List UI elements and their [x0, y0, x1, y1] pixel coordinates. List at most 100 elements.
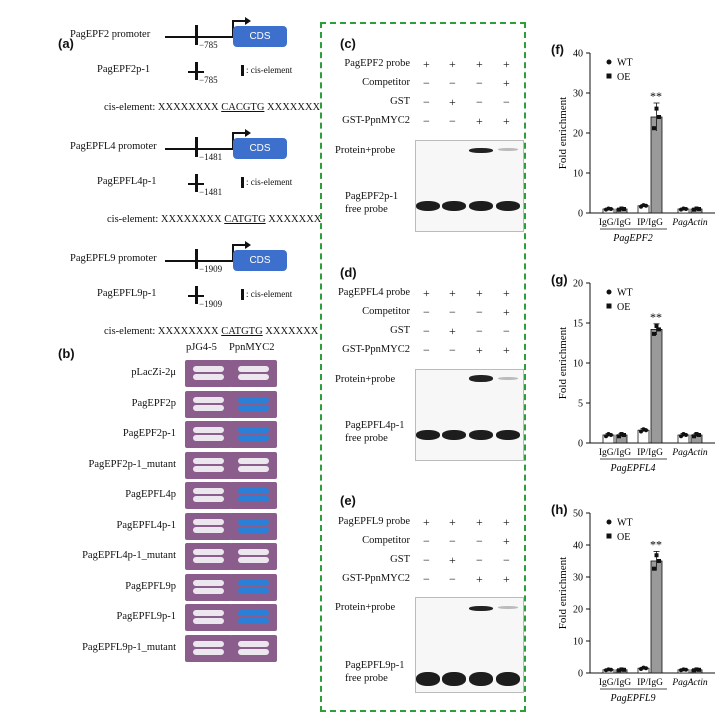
oe-point: [617, 668, 621, 673]
panel-label-e: (e): [340, 493, 356, 508]
tss-horizontal: [232, 20, 246, 22]
y1h-row-label: PagEPFL4p-1: [116, 519, 176, 531]
yeast-plate: [185, 360, 232, 387]
panel-label-h: (h): [551, 502, 568, 517]
wt-point: [684, 207, 688, 211]
emsa-condition-label: GST: [390, 325, 410, 336]
yeast-plate: [185, 421, 232, 448]
legend-oe-marker: [606, 73, 612, 79]
emsa-gel: [415, 140, 524, 232]
yeast-plate: [185, 634, 232, 662]
yeast-streak: [193, 648, 224, 655]
cis-marker: [195, 137, 198, 157]
emsa-sign: +: [503, 515, 510, 529]
yeast-streak: [193, 404, 224, 411]
promoter-name: PagEPF2 promoter: [70, 29, 151, 40]
free-probe-band: [496, 672, 520, 686]
emsa-sign: −: [449, 534, 456, 548]
yeast-plate: [185, 482, 232, 509]
shifted-band: [469, 148, 493, 153]
x-category-label: PagActin: [671, 218, 708, 228]
emsa-sign: +: [449, 515, 456, 529]
oe-point: [697, 667, 701, 672]
free-probe-band: [416, 201, 440, 211]
yeast-plate: [230, 634, 277, 662]
emsa-sign: −: [449, 114, 456, 128]
yeast-streak: [193, 640, 224, 647]
emsa-free-label-2: free probe: [345, 433, 388, 444]
panel-label-g: (g): [551, 272, 568, 287]
yeast-streak: [238, 396, 269, 403]
emsa-dashed-frame: [320, 22, 526, 712]
oe-point: [617, 207, 621, 212]
y-tick-label: 10: [573, 359, 583, 370]
yeast-streak: [238, 549, 269, 555]
emsa-sign: −: [503, 553, 510, 567]
yeast-streak: [193, 557, 224, 563]
yeast-streak: [238, 640, 269, 647]
emsa-condition-label: Competitor: [362, 306, 410, 317]
promoter-line: [165, 148, 233, 150]
emsa-gel: [415, 369, 524, 461]
y-axis-label: Fold enrichment: [557, 97, 569, 169]
oe-point: [619, 432, 624, 437]
significance-mark: **: [650, 89, 662, 103]
seq-prefix: cis-element: XXXXXXXX: [104, 102, 222, 113]
emsa-sign: +: [476, 286, 483, 300]
tss-vertical: [232, 20, 234, 37]
emsa-condition-label: Competitor: [362, 77, 410, 88]
emsa-sign: +: [503, 114, 510, 128]
yeast-plate: [185, 451, 232, 479]
emsa-condition-label: GST-PpnMYC2: [342, 115, 410, 126]
shifted-band-faint: [498, 148, 518, 151]
legend-oe-label: OE: [617, 532, 630, 543]
emsa-sign: −: [423, 534, 430, 548]
yeast-streak: [238, 618, 269, 624]
y1h-row-label: PagEPFL9p-1: [116, 611, 176, 622]
emsa-sign: +: [503, 305, 510, 319]
seq-motif: CATGTG: [224, 214, 266, 225]
emsa-sign: −: [476, 76, 483, 90]
tss-vertical: [232, 244, 234, 261]
fragment-cis-marker: [195, 62, 198, 80]
oe-point: [617, 434, 621, 439]
yeast-plate: [185, 604, 232, 631]
emsa-sign: +: [423, 515, 430, 529]
legend-cis-marker: [241, 289, 244, 300]
oe-point: [619, 667, 624, 672]
yeast-streak: [193, 396, 224, 403]
fragment-position: −785: [199, 75, 218, 85]
emsa-condition-label: Competitor: [362, 535, 410, 546]
emsa-sign: +: [423, 57, 430, 71]
oe-point: [652, 566, 656, 571]
cds-box: CDS: [233, 26, 287, 47]
cis-position: −1909: [199, 264, 223, 274]
yeast-streak: [238, 427, 269, 433]
emsa-free-label-1: PagEPFL9p-1: [345, 660, 405, 671]
seq-prefix: cis-element: XXXXXXXX: [107, 214, 225, 225]
yeast-streak: [193, 587, 224, 594]
seq-suffix: XXXXXXX: [264, 102, 321, 113]
seq-motif: CATGTG: [221, 326, 263, 337]
yeast-streak: [238, 526, 269, 533]
oe-point: [657, 327, 661, 332]
shifted-band: [469, 375, 493, 382]
wt-point: [609, 667, 613, 672]
oe-point: [622, 207, 626, 211]
yeast-plate: [230, 543, 277, 570]
legend-oe-label: OE: [617, 72, 630, 83]
wt-point: [644, 203, 648, 208]
y-tick-label: 40: [573, 49, 583, 60]
emsa-sign: +: [476, 572, 483, 586]
panel-label-d: (d): [340, 265, 357, 280]
group-label: PagEPFL4: [610, 463, 656, 474]
emsa-sign: +: [449, 57, 456, 71]
yeast-streak: [193, 457, 224, 464]
wt-point: [609, 433, 613, 437]
emsa-sign: −: [423, 76, 430, 90]
yeast-streak: [193, 488, 224, 494]
emsa-sign: −: [423, 553, 430, 567]
emsa-sign: −: [423, 572, 430, 586]
